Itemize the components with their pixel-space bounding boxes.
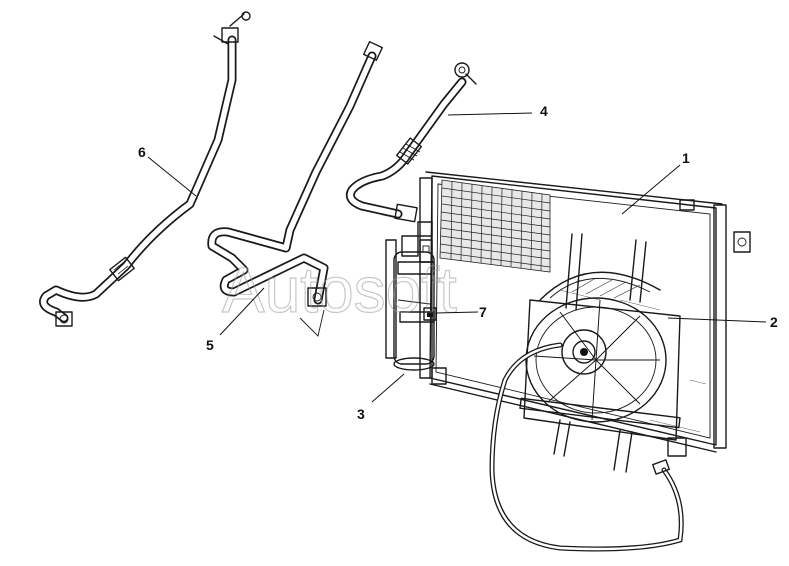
hose-6 [39,11,251,327]
callout-5: 5 [206,337,214,353]
leader-line-6 [147,156,197,197]
pressure-switch [423,307,437,321]
leader-line-7 [435,311,479,314]
condenser [419,171,751,457]
callout-6: 6 [138,144,146,160]
callout-4: 4 [540,103,548,119]
receiver-drier [385,221,435,371]
watermark: Autosoft [222,254,457,326]
fan-wire-harness [489,342,684,552]
condenser-fin-mesh [439,179,551,273]
leader-line-5 [219,287,265,336]
callout-2: 2 [770,314,778,330]
callout-7: 7 [479,304,487,320]
cooling-fan [519,233,681,473]
leader-line-2 [667,317,767,323]
callout-3: 3 [357,406,365,422]
leader-line-4 [447,112,533,116]
leader-line-1 [621,164,681,215]
hose-4 [345,62,477,223]
leader-line-3 [371,373,405,403]
callout-1: 1 [682,150,690,166]
leader-lines [147,112,767,403]
pipe-5 [207,40,384,337]
